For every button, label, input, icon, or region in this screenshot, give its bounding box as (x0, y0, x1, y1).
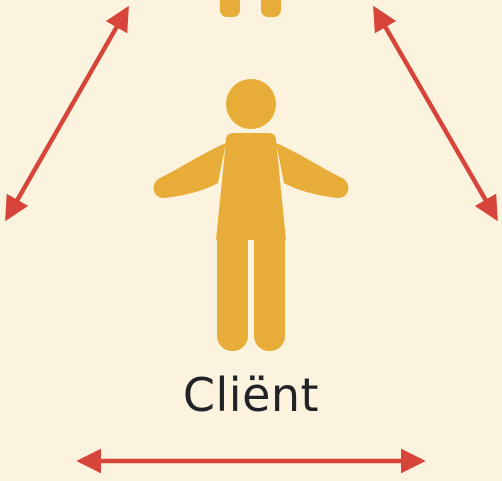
left-double-arrow (5, 5, 129, 222)
right-double-arrow (373, 5, 498, 222)
client-person-icon (153, 79, 349, 351)
top-person-icon (220, 0, 281, 17)
client-label: Cliënt (182, 368, 320, 422)
